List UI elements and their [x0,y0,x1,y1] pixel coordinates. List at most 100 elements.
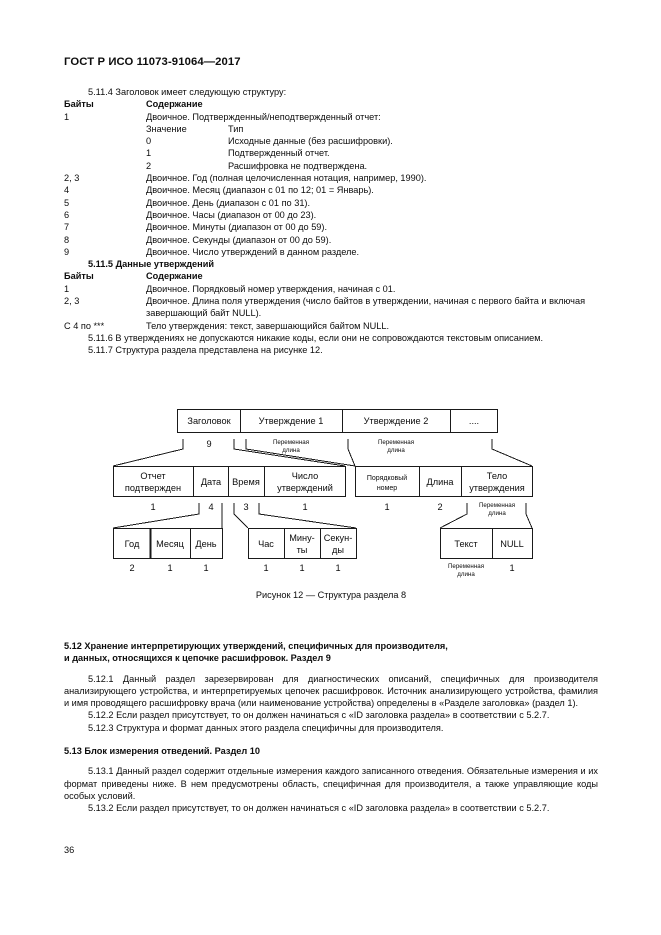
cell-content: Двоичное. День (диапазон с 01 по 31). [146,197,311,208]
figure-box-label-dlina: Длина [427,477,455,487]
figure-box-label-null: NULL [500,539,524,549]
cell-value: 0 [146,136,152,147]
table-row: 4 Двоичное. Месяц (диапазон с 01 по 12; … [64,184,598,196]
paragraph-5-11-7: 5.11.7 Структура раздела представлена на… [88,345,323,356]
paragraph-5-11-4-intro: 5.11.4 Заголовок имеет следующую структу… [88,87,287,97]
page-number: 36 [64,845,75,855]
figure-size-utverzhdenie-1-line2: длина [282,447,300,454]
cell-bytes: С 4 по *** [64,320,105,331]
figure-caption: Рисунок 12 — Структура раздела 8 [255,590,407,600]
figure-box-label-minuty-line2: ты [297,545,308,555]
col-header-type: Тип [228,123,244,134]
paragraph-5-13-2: 5.13.2 Если раздел присутствует, то он д… [88,803,550,814]
figure-box-label-den: День [195,539,216,549]
subtable-row: 2 Расшифровка не подтверждена. [64,160,598,172]
figure-size-minuty: 1 [299,563,304,573]
paragraph-5-12-3: 5.12.3 Структура и формат данных этого р… [88,722,444,733]
figure-box-label-otchet-line2: подтвержден [125,483,181,493]
cell-content: Двоичное. Число утверждений в данном раз… [146,246,360,257]
figure-size-null: 1 [509,563,514,573]
figure-box-label-chislo-line2: утверждений [277,483,333,493]
figure-size-telo-line1: Переменная [479,502,515,509]
table-row: 2, 3 Двоичное. Год (полная целочисленная… [64,172,598,184]
col-header-bytes: Байты [64,99,94,110]
cell-bytes: 7 [64,222,70,233]
figure-box-label-god: Год [125,539,140,549]
cell-bytes: 8 [64,234,70,245]
figure-size-chas: 1 [263,563,268,573]
figure-size-poryadkovyy: 1 [384,502,389,512]
figure-box-label-chas: Час [258,539,274,549]
figure-12-diagram: Заголовок Утверждение 1 Утверждение 2 ..… [112,409,533,578]
figure-box-label-chislo-line1: Число [292,471,318,481]
cell-bytes: 5 [64,197,70,208]
figure-size-otchet: 1 [150,502,155,512]
cell-bytes: 2, 3 [64,296,80,307]
figure-box-label-vremya: Время [232,477,260,487]
cell-bytes: 2, 3 [64,173,80,184]
document-header-title: ГОСТ Р ИСО 11073-91064—2017 [64,56,241,68]
figure-size-mesyats: 1 [167,563,172,573]
cell-type: Расшифровка не подтверждена. [228,160,368,171]
figure-box-label-tekst: Текст [454,539,478,549]
figure-box-label-data: Дата [201,477,222,487]
table-row: 5 Двоичное. День (диапазон с 01 по 31). [64,197,598,209]
cell-value: 1 [146,148,152,159]
figure-box-label-telo-line2: утверждения [469,483,525,493]
heading-5-12-line1: 5.12 Хранение интерпретирующих утвержден… [64,641,448,651]
figure-size-utverzhdenie-2-line2: длина [387,447,405,454]
figure-box-label-sekundy-line2: ды [332,545,344,555]
figure-size-dlina: 2 [437,502,442,512]
paragraph-5-12-1: 5.12.1 Данный раздел зарезервирован для … [64,673,598,709]
cell-bytes: 9 [64,246,70,257]
subtable-header-value-type: Значение Тип [64,123,598,135]
table-header-bytes-content: Байты Содержание [64,98,598,110]
cell-content: Двоичное. Год (полная целочисленная нота… [146,173,427,184]
col-header-content: Содержание [146,99,203,110]
subtable-row: 0 Исходные данные (без расшифровки). [64,135,598,147]
figure-size-vremya: 3 [243,502,248,512]
paragraph-5-12-2: 5.12.2 Если раздел присутствует, то он д… [88,710,550,721]
figure-box-label-mesyats: Месяц [156,539,184,549]
figure-box-label-telo-line1: Тело [487,471,507,481]
cell-bytes: 6 [64,209,70,220]
cell-bytes: 1 [64,111,70,122]
figure-size-tekst-line1: Переменная [448,563,484,570]
cell-content: Двоичное. Секунды (диапазон от 00 до 59)… [146,234,332,245]
figure-size-utverzhdenie-1-line1: Переменная [273,439,309,446]
cell-content: Двоичное. Месяц (диапазон с 01 по 12; 01… [146,185,374,196]
figure-size-utverzhdenie-2-line1: Переменная [378,439,414,446]
figure-box-label-sekundy-line1: Секун- [324,533,353,543]
figure-size-god: 2 [129,563,134,573]
cell-content: Двоичное. Длина поля утверждения (число … [146,296,586,319]
table-row: 1 Двоичное. Подтвержденный/неподтвержден… [64,111,598,123]
table-row: 9 Двоичное. Число утверждений в данном р… [64,246,598,258]
cell-content: Двоичное. Минуты (диапазон от 00 до 59). [146,222,328,233]
table-row: 8 Двоичное. Секунды (диапазон от 00 до 5… [64,234,598,246]
figure-box-label-utverzhdenie-2: Утверждение 2 [364,416,429,426]
document-body-lower: 5.12 Хранение интерпретирующих утвержден… [64,640,598,815]
table-row: 1 Двоичное. Порядковый номер утверждения… [64,283,598,295]
figure-box-label-zagolovok: Заголовок [187,416,231,426]
heading-5-11-5: 5.11.5 Данные утверждений [88,259,214,270]
subtable-row: 1 Подтвержденный отчет. [64,147,598,159]
figure-box-label-otchet-line1: Отчет [140,471,166,481]
figure-box-label-minuty-line1: Мину- [289,533,315,543]
figure-size-zagolovok: 9 [206,439,211,449]
figure-box-label-utverzhdenie-1: Утверждение 1 [259,416,324,426]
col-header-bytes: Байты [64,271,94,282]
cell-content: Двоичное. Порядковый номер утверждения, … [146,283,396,294]
figure-box-label-poryadkovyy-line2: номер [377,485,397,492]
col-header-value: Значение [146,123,187,134]
document-body: 5.11.4 Заголовок имеет следующую структу… [64,86,598,357]
table-row: С 4 по *** Тело утверждения: текст, заве… [64,320,598,332]
table-header-bytes-content: Байты Содержание [64,270,598,282]
cell-value: 2 [146,160,152,171]
figure-12-section8-structure: Заголовок Утверждение 1 Утверждение 2 ..… [64,404,598,616]
figure-size-telo-line2: длина [488,510,506,517]
figure-size-chislo: 1 [302,502,307,512]
paragraph-5-11-6: 5.11.6 В утверждениях не допускаются ник… [88,332,544,343]
cell-content: Двоичное. Часы (диапазон от 00 до 23). [146,209,317,220]
figure-size-data: 4 [208,502,213,512]
